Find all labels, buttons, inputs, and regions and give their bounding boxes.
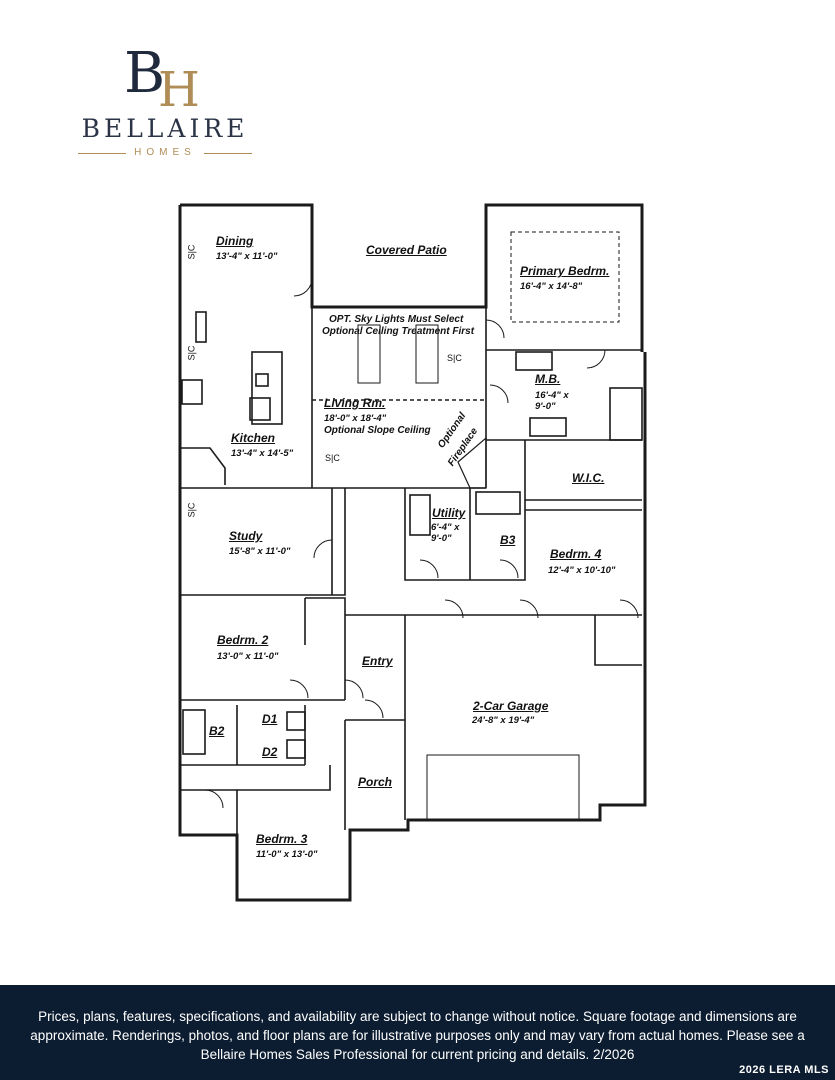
brand-name: BELLAIRE (81, 114, 249, 143)
sc-marker-study: S|C (186, 502, 197, 518)
room-name-study: Study (229, 529, 263, 543)
room-dim-garage: 24'-8" x 19'-4" (472, 715, 535, 726)
room-dim-living-room: 18'-0" x 18'-4" (324, 413, 387, 424)
sc-marker-living-bottom: S|C (325, 453, 340, 463)
note-skylights-line1: OPT. Sky Lights Must Select (329, 314, 464, 325)
sc-marker-living-top: S|C (447, 353, 462, 363)
note-skylights-line2: Optional Ceiling Treatment First (322, 326, 475, 337)
room-name-living-room: Living Rm. (324, 396, 386, 410)
room-name-b2: B2 (209, 724, 225, 738)
brand-subname: HOMES (134, 147, 196, 158)
room-name-entry: Entry (362, 654, 393, 668)
room-dim-dining: 13'-4" x 11'-0" (216, 251, 278, 262)
bh-monogram-icon: B H (124, 41, 200, 108)
room-dim-kitchen: 13'-4" x 14'-5" (231, 448, 294, 459)
room-name-bedroom-4: Bedrm. 4 (550, 547, 602, 561)
room-name-wic: W.I.C. (572, 471, 605, 485)
disclaimer-text: Prices, plans, features, specifications,… (30, 1009, 805, 1062)
room-dim-primary-bedroom: 16'-4" x 14'-8" (520, 281, 583, 292)
floor-plan (178, 203, 647, 902)
note-slope-ceiling: Optional Slope Ceiling (324, 425, 431, 436)
room-name-porch: Porch (358, 775, 393, 789)
room-name-master-bath: M.B. (535, 372, 561, 386)
room-dim-study: 15'-8" x 11'-0" (229, 546, 291, 557)
room-name-dining: Dining (216, 234, 254, 248)
room-name-bedroom-3: Bedrm. 3 (256, 832, 308, 846)
brand-divider-right (204, 153, 252, 154)
room-name-kitchen: Kitchen (231, 431, 276, 445)
room-dim-bedroom-2: 13'-0" x 11'-0" (217, 651, 279, 662)
room-name-garage: 2-Car Garage (473, 699, 549, 713)
room-dim-bedroom-4: 12'-4" x 10'-10" (548, 565, 616, 576)
room-name-utility: Utility (432, 506, 466, 520)
sc-marker-kitchen: S|C (186, 345, 197, 361)
room-name-d2: D2 (262, 745, 278, 759)
mls-watermark: 2026 LERA MLS (739, 1064, 829, 1076)
room-name-primary-bedroom: Primary Bedrm. (520, 264, 610, 278)
footer-bar: Prices, plans, features, specifications,… (0, 985, 835, 1080)
bellaire-homes-logo: B H BELLAIRE HOMES (70, 36, 260, 166)
room-name-b3: B3 (500, 533, 516, 547)
room-dim-master-bath: 16'-4" x 9'-0" (535, 390, 569, 412)
room-dim-utility: 6'-4" x 9'-0" (431, 522, 460, 544)
room-name-bedroom-2: Bedrm. 2 (217, 633, 269, 647)
svg-text:B: B (124, 41, 165, 106)
room-name-d1: D1 (262, 712, 278, 726)
room-name-covered-patio: Covered Patio (366, 243, 447, 257)
svg-text:H: H (158, 62, 200, 108)
sc-marker-dining: S|C (186, 244, 197, 260)
room-dim-bedroom-3: 11'-0" x 13'-0" (256, 849, 318, 860)
brand-divider-left (78, 153, 126, 154)
